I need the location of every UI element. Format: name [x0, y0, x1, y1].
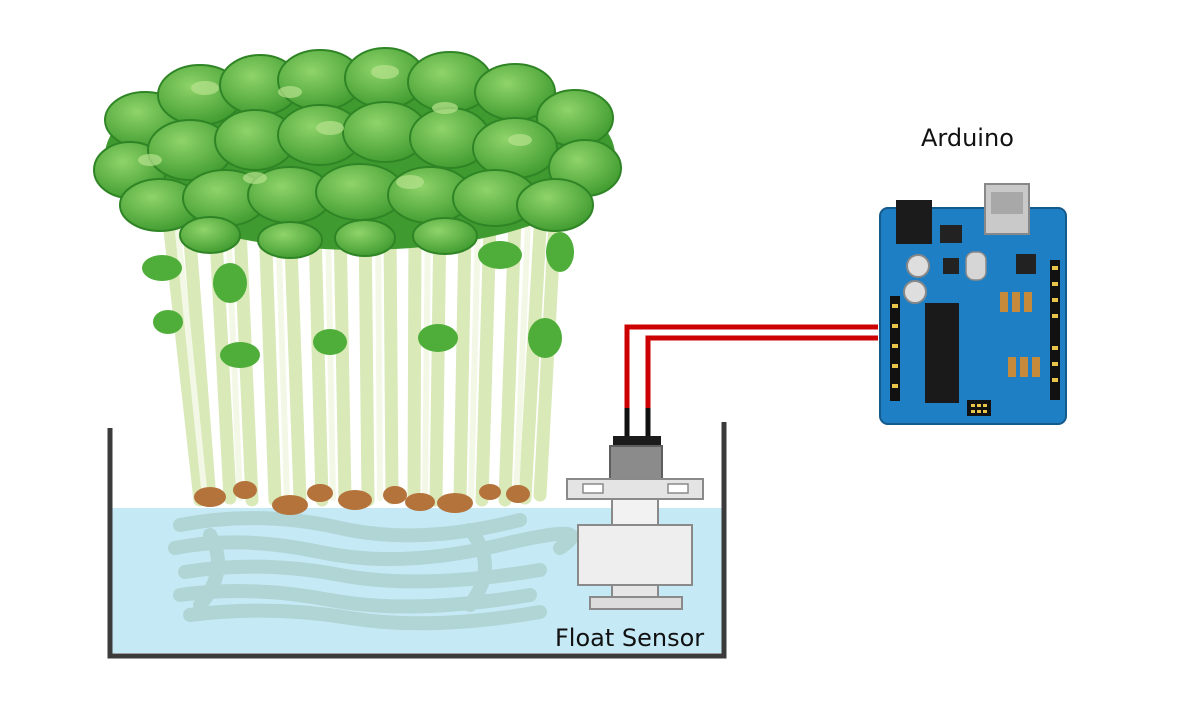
sensor-wire	[624, 324, 878, 437]
water-container	[107, 422, 727, 659]
arduino-label: Arduino	[921, 124, 1014, 152]
seeds	[194, 481, 530, 515]
side-leaves	[142, 232, 574, 368]
arduino-board-icon	[879, 183, 1067, 425]
roots-icon	[168, 511, 579, 631]
leaf-canopy-icon	[93, 47, 622, 259]
float-sensor-label: Float Sensor	[555, 624, 705, 652]
float-sensor-icon	[566, 436, 704, 610]
